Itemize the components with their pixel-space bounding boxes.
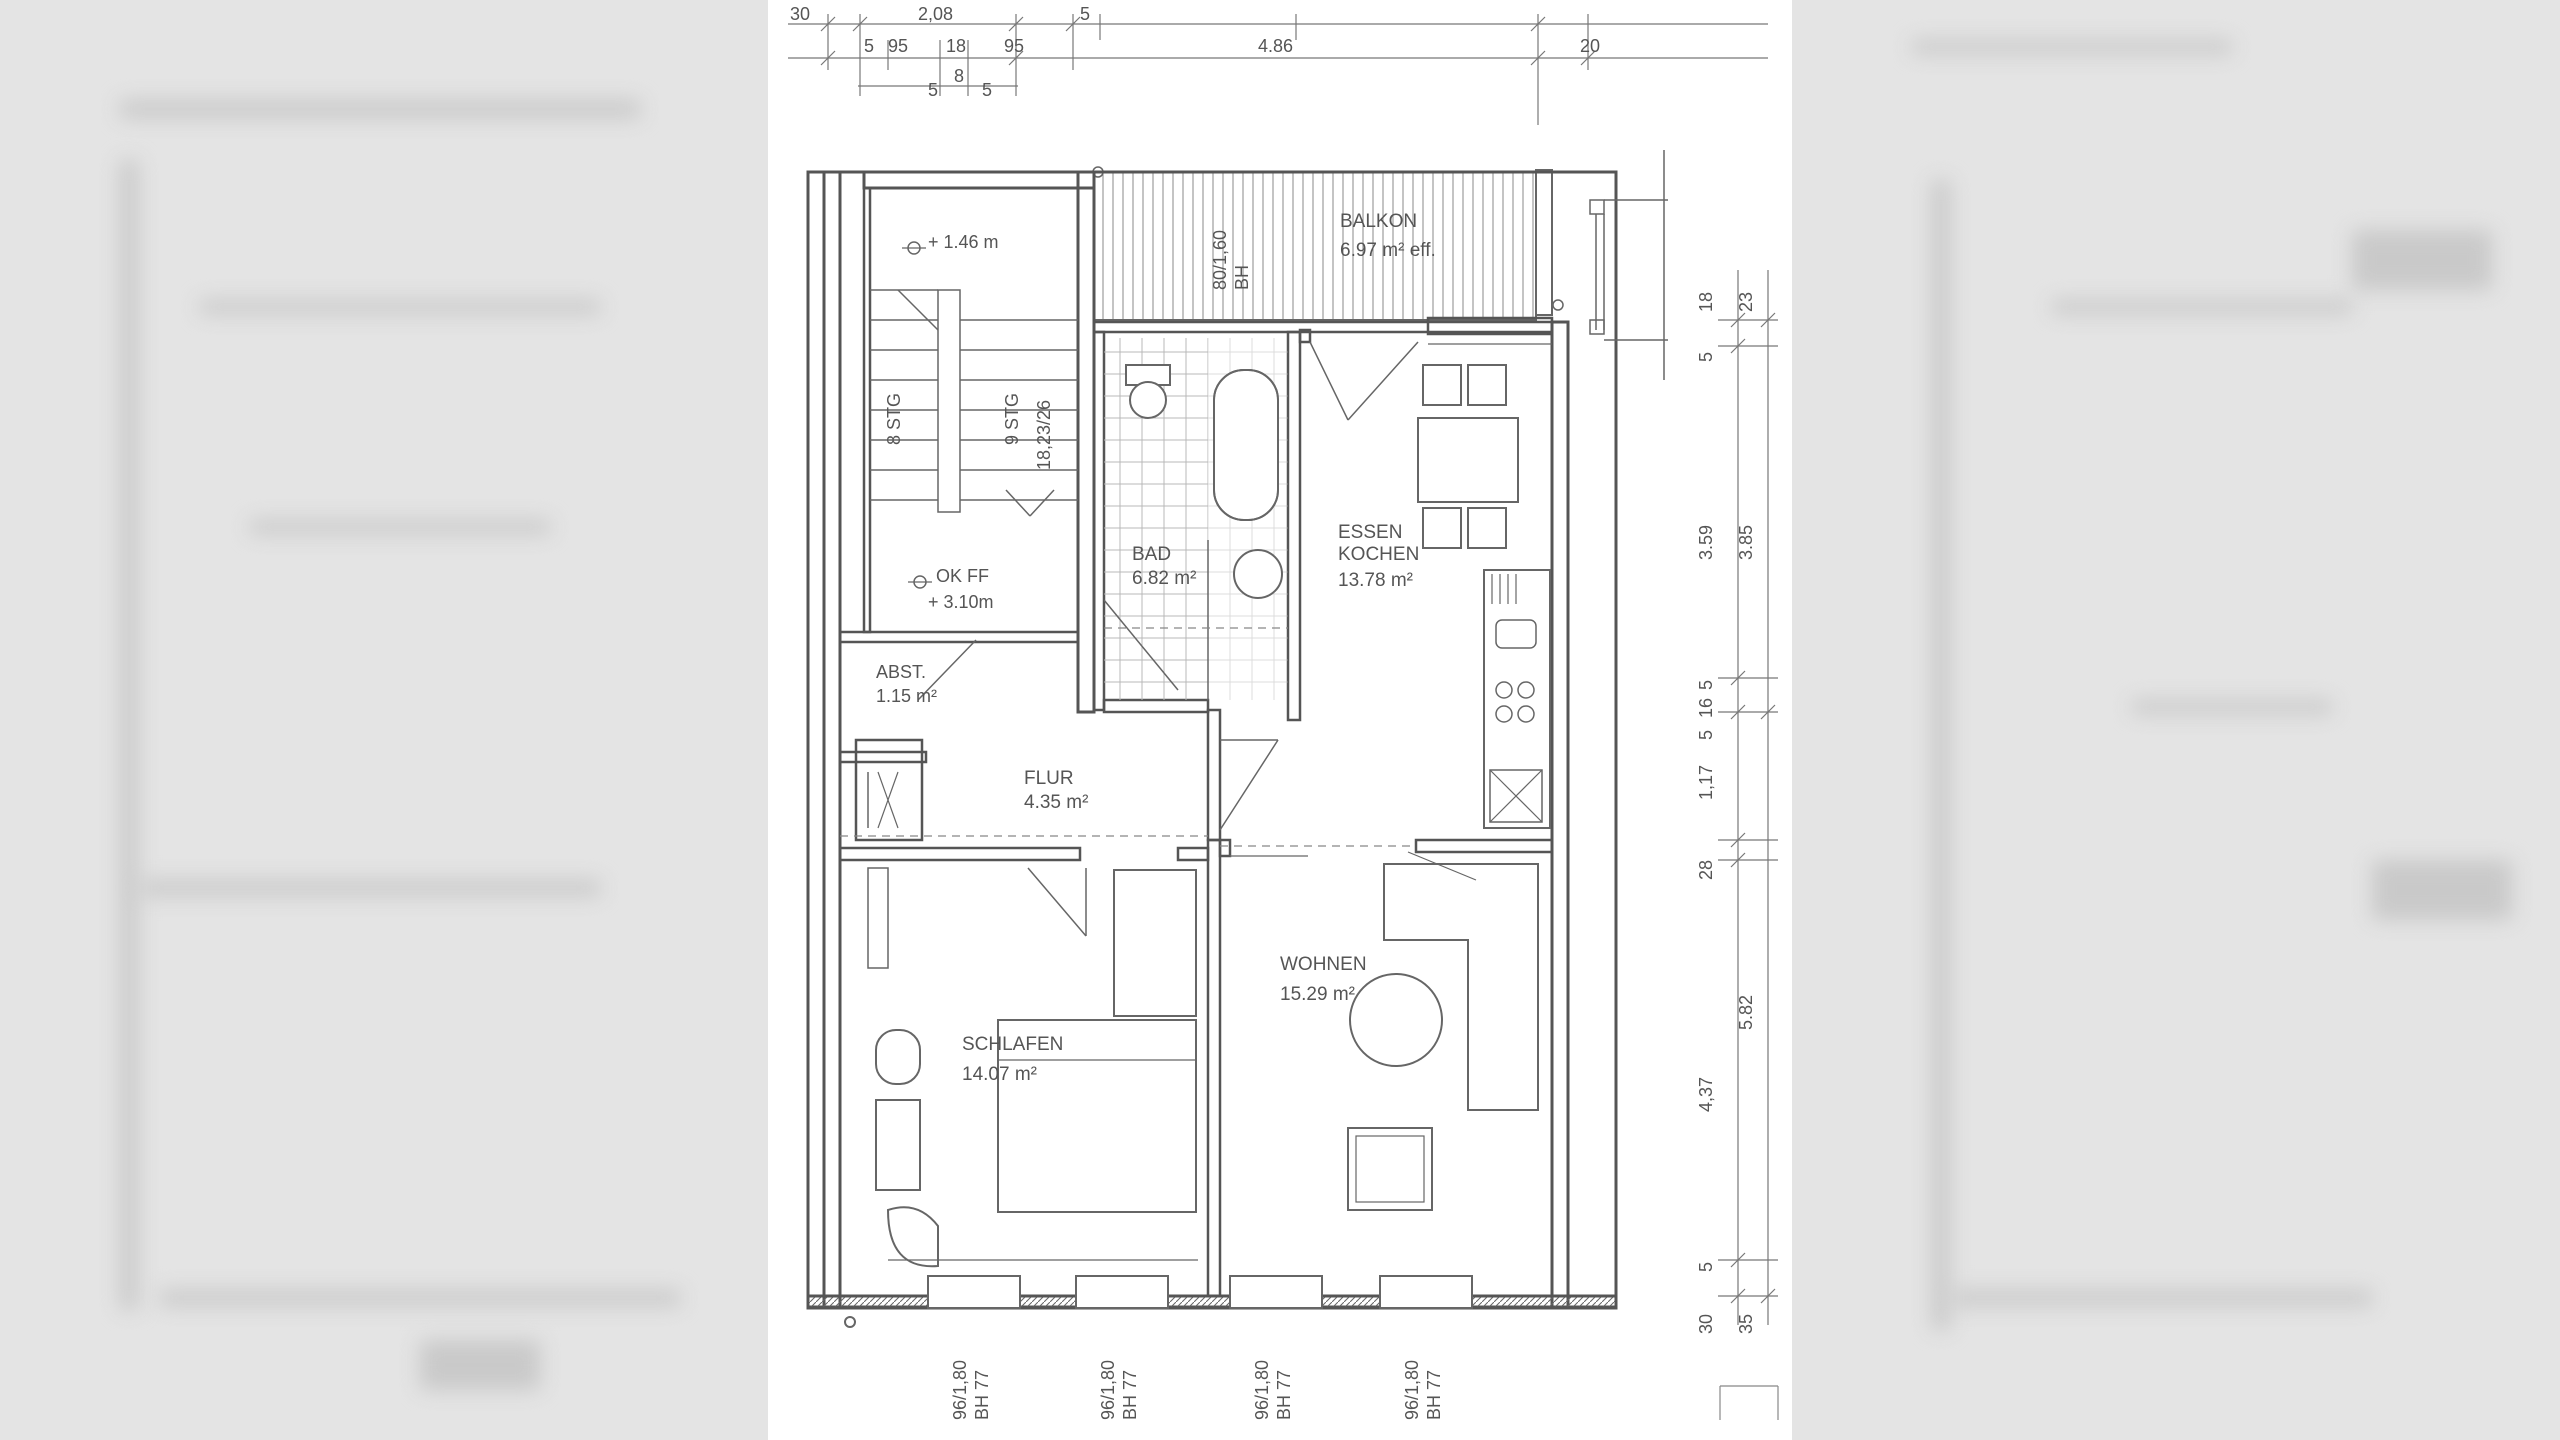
dim-label: 23: [1736, 292, 1756, 312]
corner-fragment: [1719, 1385, 1779, 1420]
room-area-abst: 1.15 m²: [876, 686, 937, 706]
hallway: FLUR 4.35 m²: [840, 739, 1416, 847]
dim-label: 30: [790, 4, 810, 24]
level-upper: + 1.46 m: [928, 232, 999, 252]
bottom-window-labels: 96/1,80 BH 77 96/1,80 BH 77 96/1,80 BH 7…: [950, 1360, 1444, 1420]
dim-label: 1,17: [1696, 765, 1716, 800]
bottom-windows: [844, 1275, 1473, 1328]
dim-label: 95: [1004, 36, 1024, 56]
dim-label: 5: [982, 80, 992, 100]
dim-label: 5: [864, 36, 874, 56]
level-markers: + 1.46 m OK FF + 3.10m: [902, 232, 999, 612]
stair-labels: 8 STG 9 STG 18,23/26: [884, 393, 1054, 470]
dim-label: 20: [1580, 36, 1600, 56]
right-dimension-labels: 18 23 5 3.59 3.85 5 16 5 1,17 28 4,37 5.…: [1696, 292, 1756, 1334]
dim-label: 5: [928, 80, 938, 100]
interior-walls: [838, 186, 1554, 1298]
storage-room: ABST. 1.15 m²: [876, 639, 977, 706]
window-size-label: 96/1,80: [1098, 1360, 1118, 1420]
room-area-balkon: 6.97 m² eff.: [1340, 240, 1436, 261]
dim-label: 18: [946, 36, 966, 56]
dim-label: 5: [1080, 4, 1090, 24]
dim-label: 2,08: [918, 4, 953, 24]
balcony: BALKON 6.97 m² eff. 80/1,60 BH: [1092, 166, 1564, 321]
level-okff: OK FF: [936, 566, 989, 586]
dim-label: 8: [954, 66, 964, 86]
floor-plan-sheet: 30 2,08 5 95 18 95 5 8 5 5 4.86 20 BALKO…: [768, 0, 1792, 1440]
dim-label: 5: [1696, 1262, 1716, 1272]
dim-label: 35: [1736, 1314, 1756, 1334]
dim-label: 95: [888, 36, 908, 56]
level-lower: + 3.10m: [928, 592, 994, 612]
room-label-bad: BAD: [1132, 544, 1171, 565]
room-area-bad: 6.82 m²: [1132, 568, 1196, 589]
dim-label: 28: [1696, 860, 1716, 880]
room-area-schlafen: 14.07 m²: [962, 1064, 1037, 1085]
room-label-flur: FLUR: [1024, 768, 1074, 789]
dim-label: 5: [1696, 680, 1716, 690]
stair-count-right: 9 STG: [1002, 393, 1022, 445]
dim-label: 5: [1696, 352, 1716, 362]
dim-label: 16: [1696, 698, 1716, 718]
dim-label: 5.82: [1736, 995, 1756, 1030]
window-size-label: 96/1,80: [1402, 1360, 1422, 1420]
room-label-kochen: KOCHEN: [1338, 544, 1419, 565]
stair-ratio: 18,23/26: [1034, 400, 1054, 470]
room-label-schlafen: SCHLAFEN: [962, 1034, 1063, 1055]
kitchen-dining: ESSEN KOCHEN 13.78 m²: [1309, 341, 1552, 829]
room-label-essen: ESSEN: [1338, 522, 1402, 543]
dim-label: 5: [1696, 730, 1716, 740]
room-area-essen: 13.78 m²: [1338, 570, 1413, 591]
stairwell: [870, 289, 1078, 517]
floor-plan-drawing: 30 2,08 5 95 18 95 5 8 5 5 4.86 20 BALKO…: [788, 4, 1779, 1420]
bedroom: SCHLAFEN 14.07 m²: [867, 867, 1198, 1268]
room-area-wohnen: 15.29 m²: [1280, 984, 1355, 1005]
window-size-label: 96/1,80: [950, 1360, 970, 1420]
right-side-details: [1589, 150, 1668, 380]
blurred-backdrop-left: [0, 0, 768, 1440]
living-room: WOHNEN 15.29 m²: [1230, 851, 1539, 1211]
window-bh-label: BH 77: [1274, 1370, 1294, 1420]
window-size-label: 96/1,80: [1252, 1360, 1272, 1420]
room-label-wohnen: WOHNEN: [1280, 954, 1367, 975]
window-label-balkon: 80/1,60: [1210, 230, 1230, 290]
window-bh-label: BH 77: [1424, 1370, 1444, 1420]
right-dimension-lines: [1718, 270, 1778, 1325]
dim-label: 4,37: [1696, 1077, 1716, 1112]
dim-label: 30: [1696, 1314, 1716, 1334]
dim-label: 4.86: [1258, 36, 1293, 56]
bathroom: BAD 6.82 m²: [1103, 338, 1288, 700]
top-dimension-labels: 30 2,08 5 95 18 95 5 8 5 5 4.86 20: [790, 4, 1600, 100]
room-label-balkon: BALKON: [1340, 211, 1417, 232]
dim-label: 3.59: [1696, 525, 1716, 560]
stair-count-left: 8 STG: [884, 393, 904, 445]
top-dimension-lines: [788, 14, 1768, 125]
room-label-abst: ABST.: [876, 662, 926, 682]
window-bh-label: BH 77: [1120, 1370, 1140, 1420]
blurred-backdrop-right: [1792, 0, 2560, 1440]
dim-label: 18: [1696, 292, 1716, 312]
dim-label: 3.85: [1736, 525, 1756, 560]
window-bh-balkon: BH: [1232, 265, 1252, 290]
window-bh-label: BH 77: [972, 1370, 992, 1420]
room-area-flur: 4.35 m²: [1024, 792, 1088, 813]
